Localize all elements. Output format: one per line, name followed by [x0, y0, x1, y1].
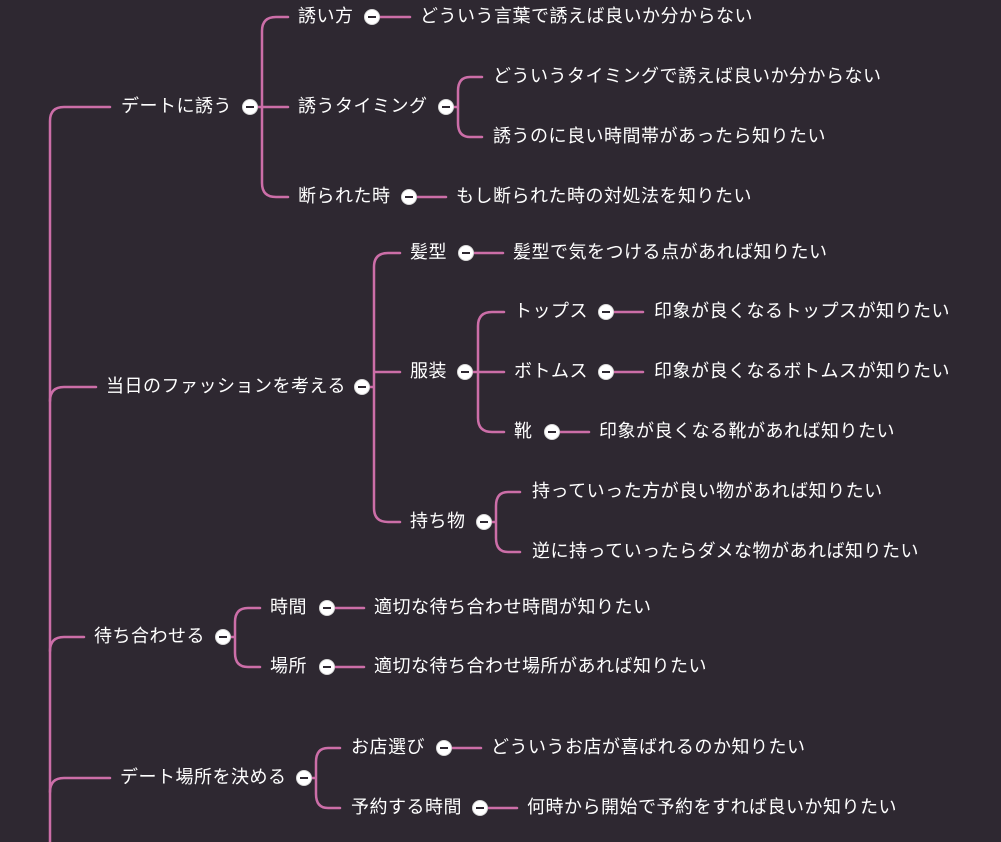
topic-shoes[interactable]: 靴: [514, 421, 533, 442]
branch-meetup: [228, 606, 262, 669]
topic-hairstyle[interactable]: 髪型: [410, 242, 447, 263]
topic-how-to-invite-detail[interactable]: どういう言葉で誘えば良いか分からない: [420, 6, 753, 27]
collapse-toggle-icon[interactable]: [438, 99, 454, 115]
branch-clothing: [470, 310, 506, 434]
topic-meet-time[interactable]: 時間: [270, 597, 307, 618]
topic-tops-detail[interactable]: 印象が良くなるトップスが知りたい: [654, 301, 950, 322]
root-trunk-line: [48, 105, 112, 842]
topic-meetup[interactable]: 待ち合わせる: [94, 626, 205, 647]
topic-shop-select[interactable]: お店選び: [351, 737, 425, 758]
topic-when-declined[interactable]: 断られた時: [298, 186, 391, 207]
collapse-toggle-icon[interactable]: [476, 514, 492, 530]
topic-tops[interactable]: トップス: [514, 301, 588, 322]
branch-date-invite: [255, 15, 290, 199]
topic-invite-timing-detail-2[interactable]: 誘うのに良い時間帯があったら知りたい: [493, 126, 826, 147]
topic-shoes-detail[interactable]: 印象が良くなる靴があれば知りたい: [599, 421, 895, 442]
topic-bottoms[interactable]: ボトムス: [514, 361, 588, 382]
collapse-toggle-icon[interactable]: [242, 99, 258, 115]
root-branch-date-place: [48, 776, 112, 794]
collapse-toggle-icon[interactable]: [458, 245, 474, 261]
collapse-toggle-icon[interactable]: [364, 9, 380, 25]
collapse-toggle-icon[interactable]: [598, 364, 614, 380]
collapse-toggle-icon[interactable]: [354, 379, 370, 395]
collapse-toggle-icon[interactable]: [457, 364, 473, 380]
collapse-toggle-icon[interactable]: [472, 800, 488, 816]
branch-fashion: [367, 251, 402, 524]
collapse-toggle-icon[interactable]: [215, 629, 231, 645]
collapse-toggle-icon[interactable]: [319, 659, 335, 675]
collapse-toggle-icon[interactable]: [296, 770, 312, 786]
root-branch-fashion: [48, 385, 98, 403]
collapse-toggle-icon[interactable]: [436, 740, 452, 756]
topic-belongings-detail-2[interactable]: 逆に持っていったらダメな物があれば知りたい: [532, 541, 920, 562]
topic-invite-timing[interactable]: 誘うタイミング: [298, 96, 428, 117]
branch-invite-timing: [451, 75, 484, 139]
collapse-toggle-icon[interactable]: [319, 600, 335, 616]
topic-date-invite[interactable]: デートに誘う: [121, 96, 232, 117]
topic-meet-place-detail[interactable]: 適切な待ち合わせ場所があれば知りたい: [374, 656, 707, 677]
topic-invite-timing-detail-1[interactable]: どういうタイミングで誘えば良いか分からない: [493, 66, 882, 87]
topic-date-place[interactable]: デート場所を決める: [120, 767, 287, 788]
topic-reserve-time-detail[interactable]: 何時から開始で予約をすれば良いか知りたい: [527, 797, 897, 818]
topic-fashion[interactable]: 当日のファッションを考える: [106, 376, 346, 397]
topic-belongings[interactable]: 持ち物: [410, 511, 466, 532]
topic-how-to-invite[interactable]: 誘い方: [298, 6, 354, 27]
collapse-toggle-icon[interactable]: [544, 424, 560, 440]
topic-bottoms-detail[interactable]: 印象が良くなるボトムスが知りたい: [654, 361, 950, 382]
topic-clothing[interactable]: 服装: [410, 361, 447, 382]
branch-date-place: [309, 746, 342, 810]
topic-shop-select-detail[interactable]: どういうお店が喜ばれるのか知りたい: [491, 737, 806, 758]
topic-hairstyle-detail[interactable]: 髪型で気をつける点があれば知りたい: [513, 242, 828, 263]
topic-meet-place[interactable]: 場所: [270, 656, 307, 677]
topic-when-declined-detail[interactable]: もし断られた時の対処法を知りたい: [456, 186, 752, 207]
collapse-toggle-icon[interactable]: [401, 189, 417, 205]
root-branch-meetup: [48, 635, 86, 653]
topic-belongings-detail-1[interactable]: 持っていった方が良い物があれば知りたい: [532, 481, 883, 502]
branch-belongings: [489, 490, 522, 554]
topic-reserve-time[interactable]: 予約する時間: [351, 797, 462, 818]
topic-meet-time-detail[interactable]: 適切な待ち合わせ時間が知りたい: [374, 597, 652, 618]
collapse-toggle-icon[interactable]: [598, 304, 614, 320]
